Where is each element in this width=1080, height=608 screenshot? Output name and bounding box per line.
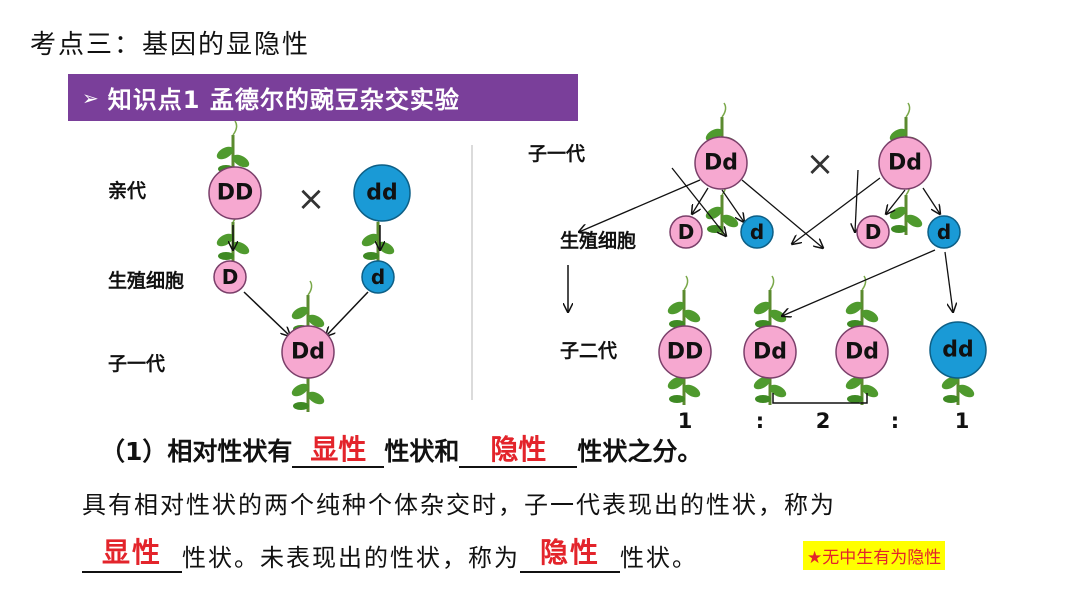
line1-suffix: 性状之分。 (577, 437, 703, 466)
right-parent1-genotype: Dd (704, 151, 738, 176)
right-gamete-3: D (865, 220, 882, 244)
right-gamete-4: d (937, 220, 951, 244)
left-gamete2: d (371, 265, 385, 289)
blank-1: 显性 (292, 433, 385, 468)
ratio-1: 1 (678, 409, 693, 433)
right-gamete-label: 生殖细胞 (560, 229, 636, 252)
left-parent1-genotype: DD (217, 181, 254, 206)
ratio-colon-1: : (756, 409, 764, 433)
blank-2: 隐性 (459, 433, 578, 468)
line3-suffix: 性状。 (620, 544, 698, 572)
left-parent-label: 亲代 (108, 179, 146, 202)
ratio-bracket (772, 393, 868, 404)
left-gamete1-circle (213, 260, 247, 294)
ratio-2: 2 (816, 409, 831, 433)
section-banner: ➢ 知识点1 孟德尔的豌豆杂交实验 (68, 74, 578, 121)
answer-4: 隐性 (539, 536, 600, 569)
ratio-colon-2: : (891, 409, 899, 433)
definition-line-1: 具有相对性状的两个纯种个体杂交时，子一代表现出的性状，称为 (82, 491, 836, 519)
left-gamete1: D (222, 265, 239, 289)
right-offspring-1-circle (658, 325, 712, 379)
right-f1-label: 子一代 (528, 143, 585, 165)
right-gamete-2-circle (740, 215, 774, 249)
blank-3: 显性 (82, 536, 182, 573)
question-line-1: （1）相对性状有显性性状和 隐性 性状之分。 (100, 432, 702, 468)
left-offspring-genotype: Dd (291, 340, 325, 365)
right-gamete-3-circle (856, 215, 890, 249)
right-gamete-2: d (750, 220, 764, 244)
left-parent2-circle (353, 164, 411, 222)
right-parent2-circle (878, 136, 932, 190)
right-offspring-2-circle (743, 325, 797, 379)
blank-4: 隐性 (520, 536, 620, 573)
line3-mid: 性状。未表现出的性状，称为 (182, 544, 520, 572)
right-gamete-1: D (678, 220, 695, 244)
right-gamete-4-circle (927, 215, 961, 249)
left-cross-symbol: × (297, 179, 326, 219)
right-offspring-1: DD (667, 340, 704, 365)
right-f2-label: 子二代 (560, 340, 617, 362)
page-title: 考点三：基因的显隐性 (30, 30, 311, 60)
left-f1-label: 子一代 (108, 353, 165, 375)
arrow-icon: ➢ (82, 85, 100, 110)
right-parent1-circle (694, 136, 748, 190)
right-cross-symbol: × (806, 144, 835, 184)
left-parent1-circle (208, 166, 262, 220)
right-offspring-4: dd (942, 338, 974, 363)
right-offspring-3-circle (835, 325, 889, 379)
right-offspring-3: Dd (845, 340, 879, 365)
answer-1: 显性 (310, 433, 367, 466)
right-offspring-4-circle (929, 321, 987, 379)
line1-mid: 性状和 (384, 437, 460, 466)
answer-2: 隐性 (490, 433, 547, 466)
left-parent2-genotype: dd (366, 181, 398, 206)
banner-label: 知识点1 孟德尔的豌豆杂交实验 (107, 86, 460, 114)
answer-3: 显性 (101, 536, 162, 569)
left-gamete2-circle (361, 260, 395, 294)
right-offspring-2: Dd (753, 340, 787, 365)
left-gamete-label: 生殖细胞 (108, 269, 184, 292)
left-offspring-circle (281, 325, 335, 379)
line1-prefix: （1）相对性状有 (100, 437, 293, 466)
right-gamete-1-circle (669, 215, 703, 249)
ratio-3: 1 (955, 409, 970, 433)
definition-line-2: 显性性状。未表现出的性状，称为隐性性状。 (82, 536, 698, 573)
tip-note: ★无中生有为隐性 (803, 541, 946, 570)
right-parent2-genotype: Dd (888, 151, 922, 176)
